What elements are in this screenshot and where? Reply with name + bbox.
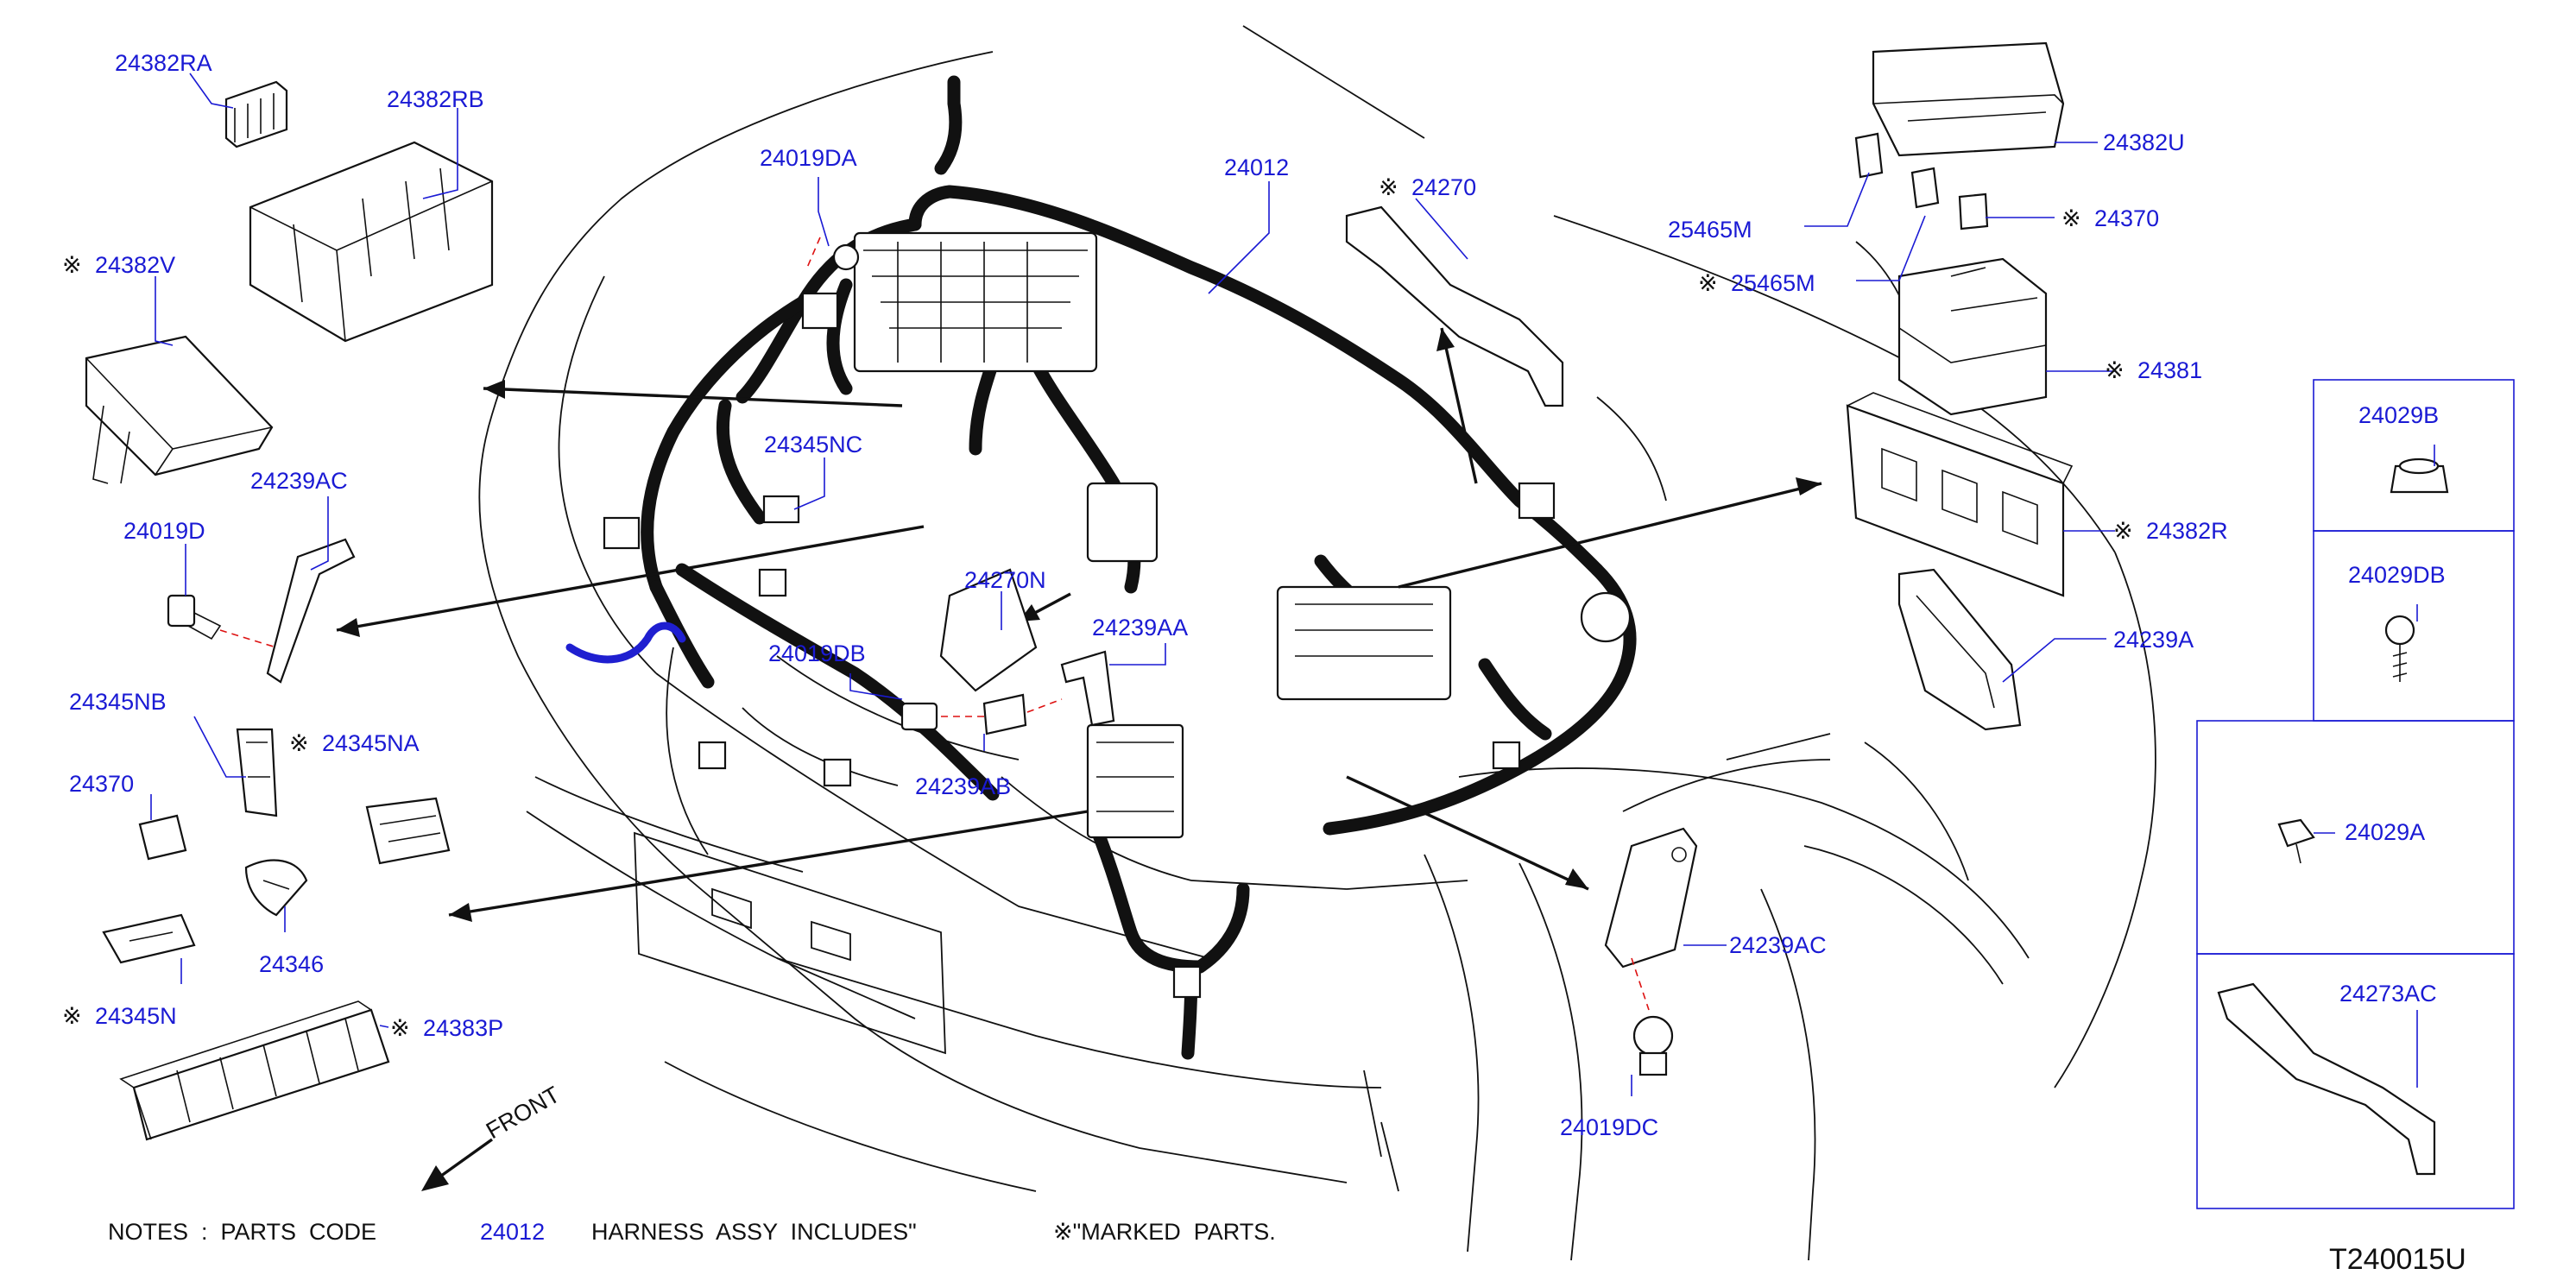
- parts-frame-boxes: [2196, 379, 2515, 1209]
- label-24346: 24346: [259, 951, 324, 977]
- part-24381-block: [1897, 257, 2048, 416]
- label-24239AC-right: 24239AC: [1729, 932, 1827, 958]
- front-direction-label: FRONT: [482, 1082, 565, 1144]
- label-24239AA: 24239AA: [1092, 615, 1188, 640]
- label-24239A: 24239A: [2113, 627, 2194, 653]
- label-24383P: 24383P: [423, 1015, 503, 1041]
- part-24270N-cover: [939, 568, 1038, 692]
- main-harness-24012: [565, 75, 1637, 1060]
- marker-24382R: ※: [2113, 518, 2133, 544]
- part-24370-left-fuse: [138, 814, 187, 861]
- part-24239AB-bracket: [982, 693, 1027, 735]
- direction-arrows: [336, 327, 1822, 1191]
- label-24370-left: 24370: [69, 771, 134, 797]
- notes-code: 24012: [480, 1219, 545, 1245]
- part-24019D-bolt: [167, 594, 277, 648]
- part-24345NC: [762, 495, 800, 524]
- label-25465M-b: 25465M: [1731, 270, 1815, 296]
- part-24345N: [102, 913, 196, 964]
- part-24239AC-left-bracket: [266, 538, 356, 684]
- label-24382V: 24382V: [95, 252, 175, 278]
- part-24029B-nut: [2390, 458, 2449, 494]
- label-24345NB: 24345NB: [69, 689, 167, 715]
- part-25465M-fuse-b: [1910, 167, 1940, 209]
- marker-24270: ※: [1379, 174, 1398, 200]
- part-24382RA: [224, 80, 288, 148]
- part-24019DC-bolt: [1632, 1015, 1674, 1076]
- label-24382R: 24382R: [2146, 518, 2228, 544]
- part-24239AC-right-bracket: [1604, 827, 1698, 1011]
- part-24382R-box: [1846, 392, 2074, 597]
- part-24370-right-relay: [1958, 192, 1989, 230]
- label-24370-right: 24370: [2094, 205, 2159, 231]
- label-24270: 24270: [1411, 174, 1476, 200]
- leader-lines: [150, 73, 2435, 1096]
- marker-25465M-b: ※: [1698, 270, 1718, 296]
- marker-24383P: ※: [390, 1015, 410, 1041]
- label-24019D: 24019D: [123, 518, 205, 544]
- label-24012: 24012: [1224, 155, 1289, 180]
- part-24239A-bracket: [1897, 568, 2022, 731]
- label-24029DB: 24029DB: [2348, 562, 2446, 588]
- label-24382U: 24382U: [2103, 129, 2185, 155]
- label-24345NC: 24345NC: [764, 432, 862, 458]
- part-25465M-fuse-a: [1854, 132, 1884, 179]
- part-24382U-cover: [1872, 41, 2065, 157]
- label-24029A: 24029A: [2345, 819, 2425, 845]
- part-24382RB: [249, 141, 494, 343]
- marker-24345N: ※: [62, 1003, 82, 1029]
- part-24029DB-screw: [2384, 615, 2415, 682]
- label-24270N: 24270N: [964, 567, 1046, 593]
- part-24273AC-duct: [2217, 982, 2436, 1176]
- part-24019DA-bolt: [806, 237, 860, 271]
- part-24346-clip: [244, 859, 308, 917]
- notes-prefix: NOTES : PARTS CODE: [108, 1219, 376, 1245]
- part-24383P: [119, 1000, 390, 1141]
- notes-suffix: ※"MARKED PARTS.: [1053, 1219, 1276, 1245]
- notes-line: NOTES : PARTS CODE 24012 HARNESS ASSY IN…: [108, 1219, 1276, 1245]
- part-24239AA-bracket: [1026, 650, 1115, 727]
- part-labels: 24382RA 24382RB ※ 24382V 24239AC 24019D …: [62, 50, 2446, 1140]
- part-24345NB: [236, 728, 278, 817]
- part-24019DB-bolt: [900, 702, 993, 731]
- part-24382V: [85, 335, 274, 484]
- label-24382RA: 24382RA: [115, 50, 212, 76]
- label-24345N: 24345N: [95, 1003, 177, 1029]
- part-24029A-clip: [2277, 818, 2315, 864]
- label-24019DA: 24019DA: [760, 145, 857, 171]
- label-24019DC: 24019DC: [1560, 1114, 1658, 1140]
- marker-24370-right: ※: [2061, 205, 2081, 231]
- label-24273AC: 24273AC: [2339, 981, 2437, 1006]
- diagram-id: T240015U: [2329, 1243, 2466, 1276]
- part-24270-duct: [1345, 205, 1564, 407]
- label-24239AC-left: 24239AC: [250, 468, 348, 494]
- label-24382RB: 24382RB: [387, 86, 484, 112]
- label-24239AB: 24239AB: [915, 773, 1011, 799]
- marker-24345NA: ※: [289, 730, 309, 756]
- marker-24382V: ※: [62, 252, 82, 278]
- part-24345NA: [365, 797, 451, 865]
- label-24029B: 24029B: [2358, 402, 2439, 428]
- label-24345NA: 24345NA: [322, 730, 420, 756]
- label-25465M-a: 25465M: [1668, 217, 1752, 243]
- marker-24381: ※: [2105, 357, 2125, 383]
- notes-middle: HARNESS ASSY INCLUDES": [591, 1219, 917, 1245]
- label-24381: 24381: [2137, 357, 2202, 383]
- label-24019DB: 24019DB: [768, 640, 866, 666]
